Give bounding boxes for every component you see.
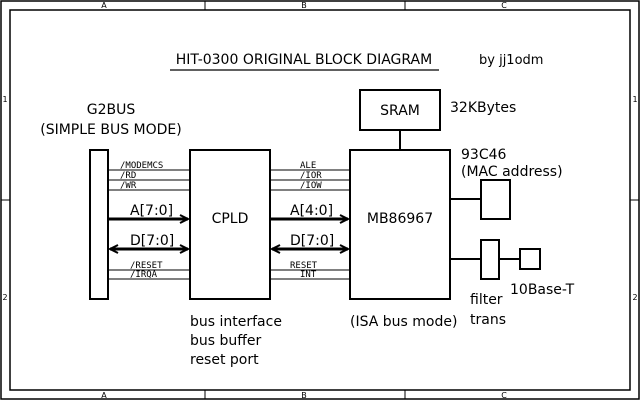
g2bus-mode-label: (SIMPLE BUS MODE) (40, 122, 181, 138)
zone-label-top: B (301, 1, 307, 10)
mb86967-block (349, 149, 451, 300)
sram-size: 32KBytes (450, 100, 516, 116)
data-bus-label: D[7:0] (290, 233, 334, 249)
zone-label-left: 1 (2, 95, 7, 104)
signal-label-rd: /RD (120, 171, 136, 181)
cpld-desc: reset port (190, 352, 259, 368)
signal-label-reset: /RESET (130, 261, 163, 271)
zone-label-top: C (501, 1, 507, 10)
signal-label-reset: RESET (290, 261, 318, 271)
filter-label: filter (470, 292, 503, 308)
right-bus: ALE /IOR /IOW A[4:0] D[7:0] RESET INT (270, 161, 350, 280)
signal-label-int: INT (300, 270, 317, 280)
signal-label-iow: /IOW (300, 181, 322, 191)
author-credit: by jj1odm (479, 53, 543, 68)
g2bus-label: G2BUS (87, 102, 136, 118)
left-bus: /MODEMCS /RD /WR A[7:0] D[7:0] /RESET /I… (108, 161, 190, 280)
zone-label-right: 1 (632, 95, 637, 104)
signal-label-irqa: /IRQA (130, 270, 158, 280)
signal-label-wr: /WR (120, 181, 137, 191)
eeprom-label: 93C46 (461, 147, 506, 163)
data-bus-label: D[7:0] (130, 233, 174, 249)
cpld-desc: bus interface (190, 314, 282, 330)
cpld-desc: bus buffer (190, 333, 262, 349)
eeprom-mac-label: (MAC address) (461, 164, 563, 180)
sram-label: SRAM (380, 103, 420, 119)
zone-label-left: 2 (2, 293, 7, 302)
address-bus-label: A[7:0] (130, 203, 173, 219)
rj45-connector (519, 248, 541, 270)
cpld-label: CPLD (212, 211, 249, 227)
cpld-block (189, 149, 271, 300)
mb86967-mode: (ISA bus mode) (350, 314, 457, 330)
zone-label-bottom: C (501, 391, 507, 400)
signal-label-ale: ALE (300, 161, 316, 171)
zone-label-bottom: B (301, 391, 307, 400)
address-bus-label: A[4:0] (290, 203, 333, 219)
g2bus-connector (89, 149, 109, 300)
eeprom-block (480, 179, 511, 220)
zone-label-top: A (101, 1, 107, 10)
zone-label-right: 2 (632, 293, 637, 302)
mb86967-label: MB86967 (367, 211, 433, 227)
signal-label-modemcs: /MODEMCS (120, 161, 163, 171)
diagram-title: HIT-0300 ORIGINAL BLOCK DIAGRAM (176, 52, 432, 68)
zone-label-bottom: A (101, 391, 107, 400)
rj45-label: 10Base-T (510, 282, 575, 298)
filter-block (480, 239, 500, 280)
filter-trans-label: trans (470, 312, 506, 328)
signal-label-ior: /IOR (300, 171, 322, 181)
